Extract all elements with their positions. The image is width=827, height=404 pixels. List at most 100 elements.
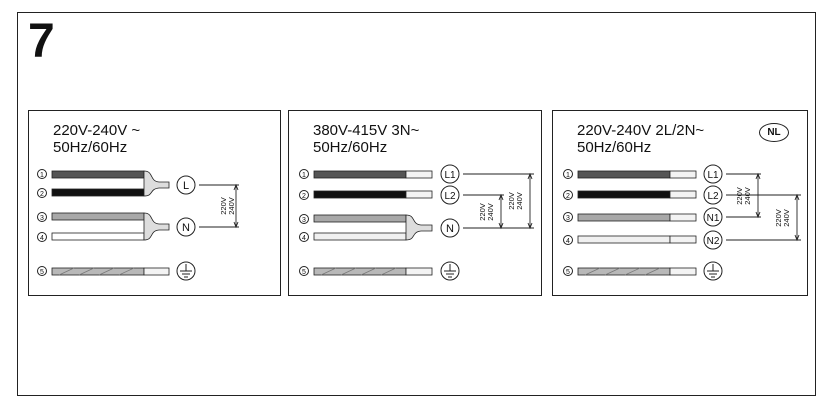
voltage-brackets [726,172,801,242]
panel-title-voltage: 220V-240V ~ [53,122,141,139]
svg-text:2: 2 [40,191,44,198]
wire-2 [313,190,407,199]
terminal-N: N [440,218,460,238]
wire-number-2: 2 [299,190,309,200]
voltage-label-240: 240V [515,192,524,210]
wire-1-lead [669,170,697,179]
earth-lead [143,267,170,276]
wire-number-5: 5 [37,266,47,276]
panel-title-voltage: 380V-415V 3N~ [313,122,420,139]
wire-number-2: 2 [563,190,573,200]
panel-title-voltage: 220V-240V 2L/2N~ [577,122,705,139]
svg-text:4: 4 [302,235,306,242]
wire-number-4: 4 [37,232,47,242]
bridge-N [143,212,170,241]
terminal-L2: L2 [703,185,723,205]
voltage-label-220: 220V [507,192,516,210]
wire-3-lead [669,213,697,222]
voltage-label-240: 240V [227,197,236,215]
svg-text:3: 3 [302,217,306,224]
svg-text:3: 3 [40,215,44,222]
voltage-label-220: 220V [735,187,744,205]
svg-text:5: 5 [566,269,570,276]
terminal-L2: L2 [440,185,460,205]
voltage-label-220: 220V [478,203,487,221]
step-number: 7 [28,15,55,68]
voltage-label-220: 220V [774,209,783,227]
wire-1 [313,170,407,179]
wire-number-1: 1 [37,169,47,179]
svg-text:1: 1 [40,172,44,179]
wire-number-3: 3 [563,212,573,222]
earth-terminal-icon [176,261,196,281]
wire-4-lead [669,235,697,244]
panel-title-frequency: 50Hz/60Hz [313,139,388,156]
panel-title: 220V-240V 2L/2N~ 50Hz/60Hz [577,122,704,156]
terminal-N: N [176,217,196,237]
svg-text:3: 3 [566,215,570,222]
earth-twist [584,267,661,276]
svg-text:N2: N2 [707,236,720,247]
earth-lead [669,267,697,276]
diagram-frame [17,12,816,396]
wire-3 [313,214,407,223]
panel-title-frequency: 50Hz/60Hz [577,139,652,156]
wire-number-4: 4 [563,235,573,245]
svg-text:1: 1 [302,172,306,179]
wire-2 [51,188,145,197]
wire-number-5: 5 [563,266,573,276]
voltage-label-220: 220V [219,197,228,215]
wire-number-1: 1 [299,169,309,179]
svg-text:L: L [183,180,189,192]
voltage-brackets [463,172,534,230]
svg-text:5: 5 [302,269,306,276]
panel-title-frequency: 50Hz/60Hz [53,139,128,156]
voltage-label-240: 240V [743,187,752,205]
svg-text:L2: L2 [707,191,719,202]
svg-text:L1: L1 [707,170,719,181]
svg-text:5: 5 [40,269,44,276]
svg-text:1: 1 [566,172,570,179]
svg-text:N1: N1 [707,213,720,224]
earth-terminal-icon [703,261,723,281]
wire-2 [577,190,671,199]
wire-number-3: 3 [299,214,309,224]
svg-text:4: 4 [566,238,570,245]
panel-three-phase: 380V-415V 3N~ 50Hz/60Hz 1 2 3 4 5 L1 L2 … [288,110,542,296]
svg-text:4: 4 [40,235,44,242]
wire-2-lead [669,190,697,199]
wiring-diagram: 1 2 3 4 5 L N 220V 240V [37,169,239,281]
panel-title: 220V-240V ~ 50Hz/60Hz [53,122,140,156]
voltage-label-240: 240V [486,203,495,221]
svg-text:N: N [446,223,454,235]
wire-number-4: 4 [299,232,309,242]
earth-twist [58,267,135,276]
terminal-N2: N2 [703,230,723,250]
wire-4 [577,235,671,244]
wire-number-5: 5 [299,266,309,276]
voltage-bracket [199,183,239,229]
wire-3 [51,212,145,221]
svg-text:N: N [182,222,190,234]
voltage-label-240: 240V [782,209,791,227]
bridge-L [143,170,170,197]
wire-1 [577,170,671,179]
svg-text:2: 2 [566,193,570,200]
terminal-N1: N1 [703,207,723,227]
earth-lead [405,267,433,276]
wire-number-2: 2 [37,188,47,198]
svg-text:2: 2 [302,193,306,200]
wiring-diagram: 1 2 3 4 5 L1 L2 N 220V 240V 220V 240V [299,164,534,281]
wire-1 [51,170,145,179]
wire-3 [577,213,671,222]
country-badge-nl: NL [759,123,789,142]
wire-1-lead [405,170,433,179]
wire-4 [51,232,145,241]
wire-4 [313,232,407,241]
terminal-L: L [176,175,196,195]
panel-two-phase-nl: 220V-240V 2L/2N~ 50Hz/60Hz NL 1 2 3 4 5 … [552,110,808,296]
panel-single-phase: 220V-240V ~ 50Hz/60Hz 1 2 3 4 5 L N 220V [28,110,281,296]
earth-terminal-icon [440,261,460,281]
svg-text:L2: L2 [444,191,456,202]
wire-number-1: 1 [563,169,573,179]
